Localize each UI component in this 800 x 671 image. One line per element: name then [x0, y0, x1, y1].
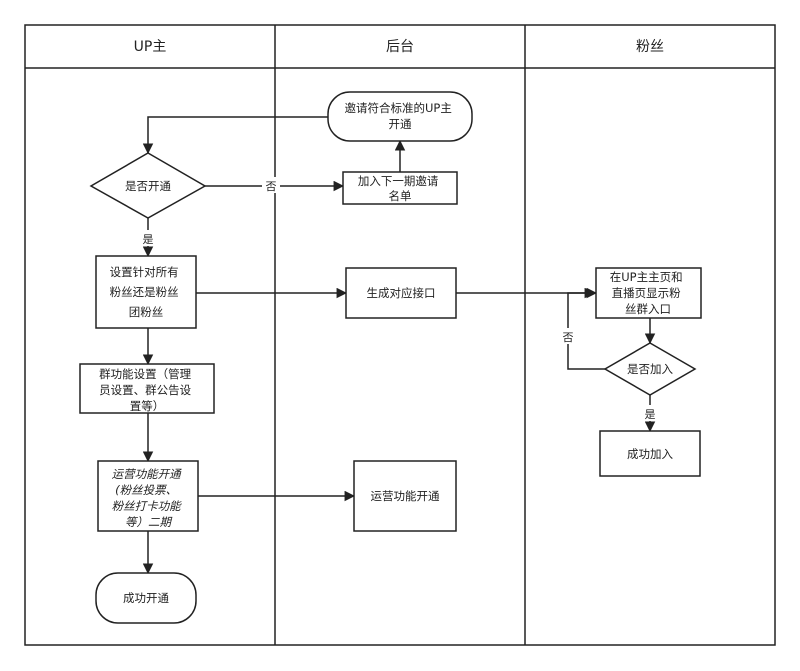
- node-group-func-line: 员设置、群公告设: [99, 383, 191, 397]
- node-group-func[interactable]: [79, 363, 215, 414]
- node-ops-open[interactable]: [353, 460, 457, 532]
- node-settings[interactable]: [95, 255, 197, 329]
- lane-title-fans: 粉丝: [636, 39, 664, 55]
- node-is-join-label: 是否加入: [627, 362, 673, 376]
- node-open-ok-line: 成功开通: [123, 591, 169, 605]
- edge-label-bg: [262, 177, 280, 193]
- node-is-join-line: 是否加入: [627, 362, 673, 376]
- node-is-open-line: 是否开通: [125, 179, 171, 193]
- node-invite-line: 邀请符合标准的UP主: [344, 101, 451, 115]
- node-next-invite[interactable]: [342, 171, 458, 205]
- node-settings-label: 设置针对所有 粉丝还是粉丝 团粉丝: [110, 265, 183, 319]
- node-settings-line: 粉丝还是粉丝: [110, 285, 179, 299]
- node-group-func-line: 群功能设置（管理: [99, 367, 191, 381]
- node-gen-interface[interactable]: [345, 267, 457, 319]
- node-join-ok-label: 成功加入: [627, 447, 673, 461]
- node-ops-func-label: 运营功能开通 (粉丝投票、 粉丝打卡功能 等）二期: [112, 467, 185, 529]
- edge-label-bg: [559, 328, 577, 344]
- node-next-invite-label: 加入下一期邀请 名单: [358, 174, 442, 203]
- node-join-ok-line: 成功加入: [627, 447, 673, 461]
- node-display-label: 在UP主主页和 直播页显示粉 丝群入口: [610, 270, 687, 316]
- node-group-func-line: 置等）: [130, 399, 165, 413]
- node-gen-interface-label: 生成对应接口: [367, 286, 436, 300]
- node-invite-label: 邀请符合标准的UP主 开通: [344, 101, 455, 131]
- node-next-invite-line: 名单: [389, 189, 412, 203]
- edge-invite-to-decision: [142, 116, 328, 155]
- node-join-ok[interactable]: [599, 430, 701, 477]
- edge-label-no-join: 否: [563, 331, 574, 344]
- edges: [142, 116, 656, 575]
- node-next-invite-line: 加入下一期邀请: [358, 174, 439, 188]
- edge-label-yes-join: 是: [645, 408, 656, 421]
- lane-title-backend: 后台: [386, 39, 414, 55]
- node-is-join[interactable]: [603, 342, 697, 396]
- node-settings-line: 团粉丝: [129, 305, 164, 319]
- node-open-ok[interactable]: [95, 572, 197, 624]
- node-invite-line: 开通: [389, 117, 412, 131]
- node-display-line: 在UP主主页和: [610, 270, 683, 284]
- edge-label-no-open: 否: [266, 180, 277, 193]
- node-ops-func-line: 等）二期: [125, 515, 172, 529]
- node-gen-interface-line: 生成对应接口: [367, 286, 436, 300]
- edge-label-bg: [641, 405, 659, 421]
- node-display-line: 直播页显示粉: [612, 286, 681, 300]
- node-invite[interactable]: [327, 91, 473, 142]
- node-display-line: 丝群入口: [625, 302, 671, 316]
- node-ops-func-line: 运营功能开通: [112, 467, 182, 481]
- node-display[interactable]: [595, 267, 702, 319]
- node-ops-open-line: 运营功能开通: [371, 489, 440, 503]
- node-open-ok-label: 成功开通: [123, 591, 169, 605]
- lane-title-up: UP主: [134, 39, 167, 55]
- node-is-open-label: 是否开通: [125, 179, 171, 193]
- node-group-func-label: 群功能设置（管理 员设置、群公告设 置等）: [99, 367, 195, 413]
- node-ops-func-line: 粉丝打卡功能: [112, 499, 182, 513]
- node-ops-open-label: 运营功能开通: [371, 489, 440, 503]
- edge-label-bg: [139, 230, 157, 246]
- node-settings-line: 设置针对所有: [110, 265, 179, 279]
- edge-label-yes-open: 是: [143, 233, 154, 246]
- node-is-open[interactable]: [89, 152, 207, 219]
- node-ops-func[interactable]: [97, 460, 199, 532]
- node-ops-func-line: (粉丝投票、: [115, 483, 177, 497]
